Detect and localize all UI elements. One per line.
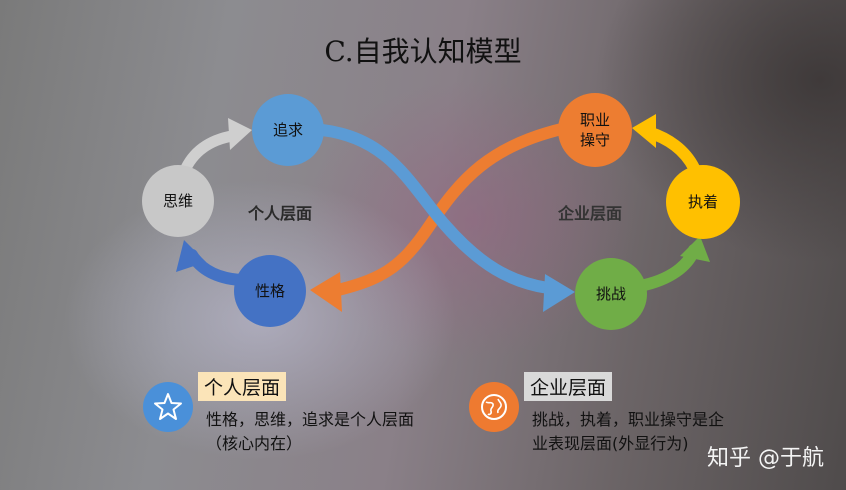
blue-arrow-path [316,124,554,294]
legend-enterprise-badge [469,382,519,432]
orange-arrow-head [310,272,342,312]
legend-personal-desc: 性格，思维，追求是个人层面（核心内在） [206,410,415,453]
layer-label-personal: 个人层面 [248,204,313,223]
node-xingge: 性格 [234,255,306,327]
gold-arrow-head [632,114,656,148]
node-zhuiqiu: 追求 [252,94,324,166]
globe-icon [481,394,507,420]
node-tiaozhan: 挑战 [575,258,647,330]
node-zhizhuo: 执着 [666,165,740,239]
node-siwei: 思维 [142,165,214,237]
legend-personal-badge [143,382,193,432]
legend-enterprise-title: 企业层面 [524,372,613,401]
star-icon [154,393,182,420]
layer-label-enterprise: 企业层面 [558,204,623,223]
orange-arrow-path [324,122,572,298]
legend-enterprise-desc: 挑战，执着，职业操守是企业表现层面(外显行为) [532,410,725,453]
blue-arrow-head [543,274,575,312]
darkblue-arrow-head [176,240,206,272]
gray-arrow-head [228,118,252,150]
green-arrow-head [680,236,710,262]
legend-personal-title: 个人层面 [198,372,287,401]
watermark: 知乎 @于航 [707,446,824,471]
diagram-title: C.自我认知模型 [324,35,522,68]
node-zhiye: 职业 操守 [558,93,632,167]
